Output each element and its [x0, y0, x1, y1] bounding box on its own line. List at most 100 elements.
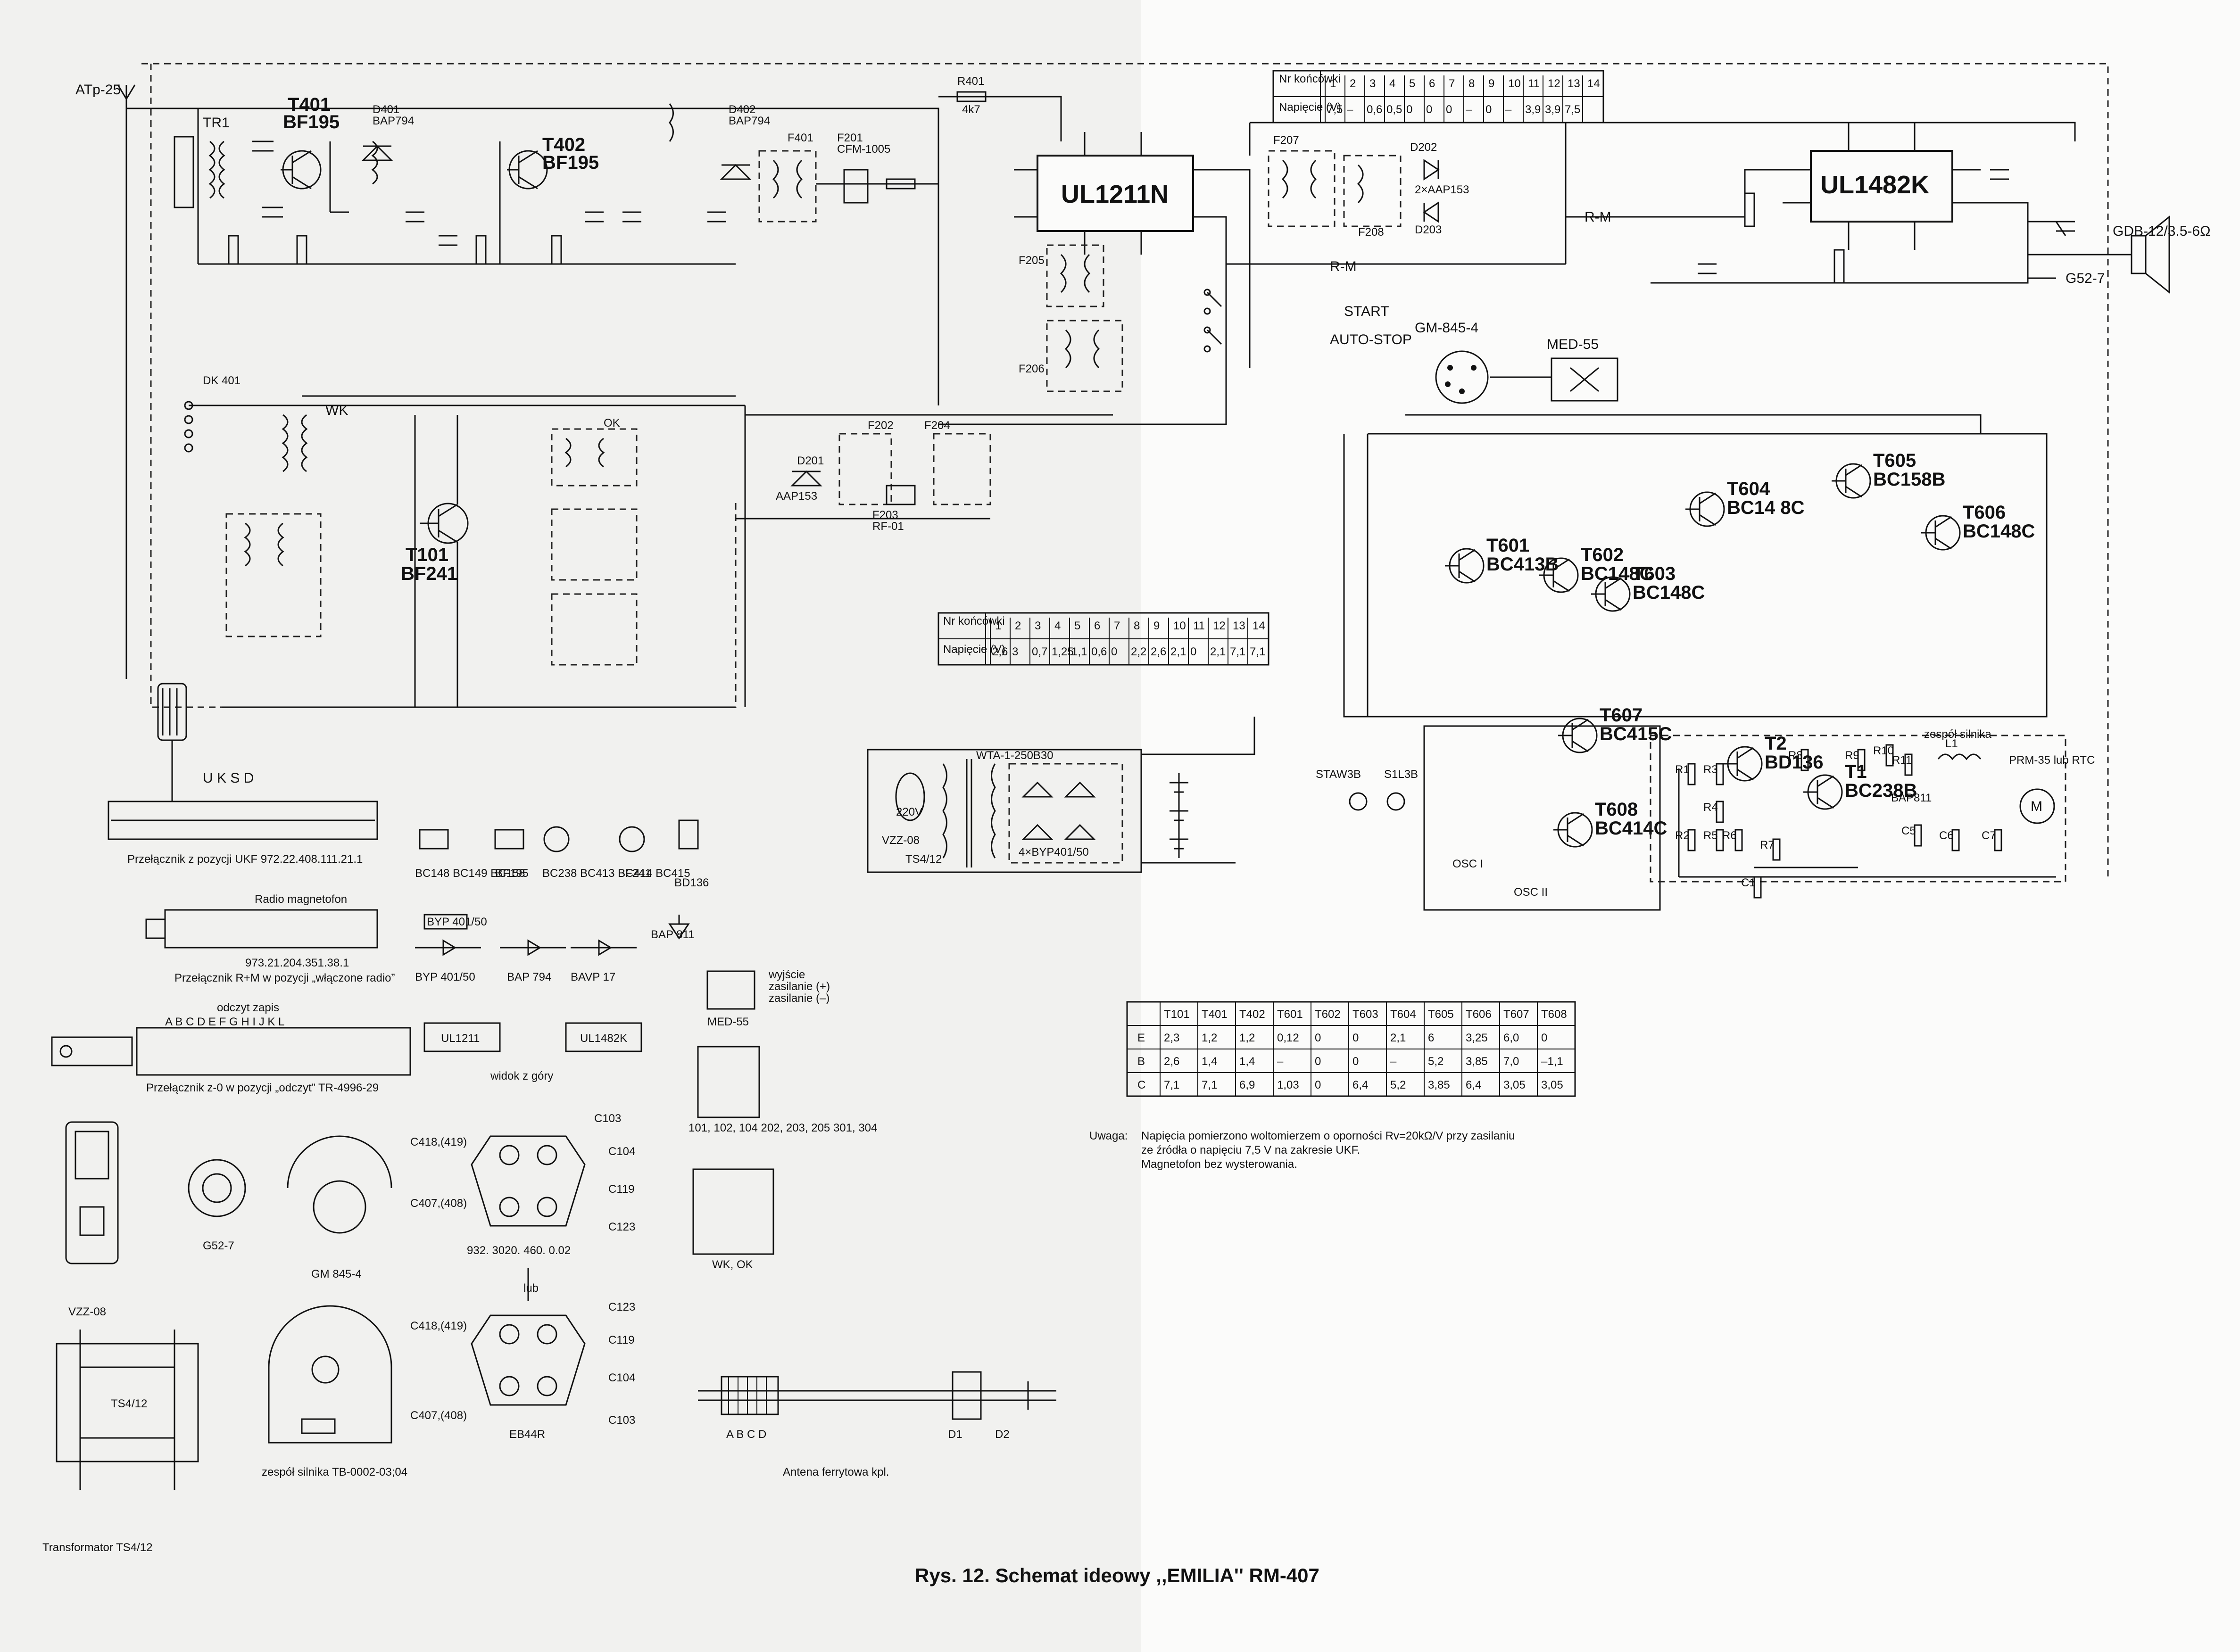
mains-socket-vzz: VZZ-08 [882, 772, 925, 847]
diode-d402: D402 BAP794 [720, 103, 770, 180]
pin-number: 9 [1153, 620, 1160, 632]
ukf-letters: U K S D [203, 770, 254, 786]
front-end-components [228, 103, 726, 265]
diode-byp-label: BYP 401/50 [427, 916, 487, 928]
tr-table-cell: 5,2 [1428, 1055, 1444, 1068]
zo-letters: A B C D E F G H I J K L [165, 1016, 284, 1028]
ic1-table-row1: Nr końcówki [1279, 73, 1341, 85]
ic-view-1: UL1211 [441, 1032, 480, 1045]
r401-value: 4k7 [962, 103, 980, 116]
pin-number: 8 [1468, 77, 1475, 90]
pin-number: 6 [1094, 620, 1100, 632]
g527-detail: G52-7 [188, 1159, 246, 1252]
note-line-2: ze źródła o napięciu 7,5 V na zakresie U… [1141, 1144, 1360, 1156]
note-line-1: Napięcia pomierzono woltomierzem o oporn… [1141, 1130, 1515, 1142]
transformer-detail: TS4/12 Transformator TS4/12 [42, 1330, 199, 1554]
pin-voltage: 3,9 [1545, 103, 1560, 116]
filter-f401: F401 [758, 132, 817, 223]
c6 [1951, 829, 1960, 851]
tc2-c103: C103 [608, 1414, 635, 1427]
filter-f208: F208 [1343, 155, 1402, 239]
transistor-t402: T402 BF195 [507, 134, 599, 190]
pin-voltage: 0 [1485, 103, 1492, 116]
antenna-label: ATp-25 [75, 82, 121, 98]
sheet-right-half [1141, 0, 2240, 1652]
coil-codes: 101, 102, 104 202, 203, 205 301, 304 [689, 1122, 877, 1134]
switch-dk401: DK 401 [184, 374, 241, 453]
coil-assembly-left [225, 513, 322, 637]
tr-table-header: T608 [1541, 1008, 1567, 1021]
d203-ref: D203 [1415, 223, 1442, 236]
pin-number: 11 [1528, 77, 1540, 90]
antenna-caption: Antena ferrytowa kpl. [783, 1466, 889, 1479]
eb44r-label: EB44R [509, 1428, 545, 1441]
tape-section-frame [1343, 433, 2048, 718]
filter-f203: F203 RF-01 [872, 485, 916, 533]
gm845-caption: GM 845-4 [311, 1268, 362, 1280]
stabilizers: STAW3B S1L3B [1316, 768, 1418, 811]
dk401-label: DK 401 [203, 374, 241, 387]
ic-view-caption: widok z góry [490, 1070, 553, 1082]
r5 [1716, 829, 1724, 851]
tr1-label: TR1 [203, 115, 230, 131]
pin-number: 5 [1409, 77, 1415, 90]
tr-table-cell: 0 [1352, 1032, 1359, 1044]
pinout-3: BC238 BC413 BC414 BC415 [542, 867, 690, 880]
tr-table-header: T602 [1315, 1008, 1341, 1021]
tr-table-cell: B [1137, 1055, 1145, 1068]
c7 [1994, 829, 2002, 851]
pin-number: 14 [1587, 77, 1600, 90]
tc2-c119: C119 [608, 1334, 635, 1346]
tr-table-cell: 6,4 [1352, 1079, 1368, 1091]
tr-table-cell: C [1137, 1079, 1145, 1091]
r1 [1687, 763, 1696, 785]
tr-table-header: T401 [1202, 1008, 1228, 1021]
tr-table-cell: 0,12 [1277, 1032, 1299, 1044]
motor-caption: zespół silnika TB-0002-03;04 [262, 1466, 407, 1479]
rm-caption: Przełącznik R+M w pozycji „włączone radi… [174, 972, 395, 984]
switch-zo-detail: odczyt zapis A B C D E F G H I J K L Prz… [51, 1001, 411, 1094]
tr-table-header: T402 [1239, 1008, 1265, 1021]
pin-number: 6 [1429, 77, 1435, 90]
pin-number: 3 [1369, 77, 1376, 90]
tr-table-cell: 2,3 [1164, 1032, 1179, 1044]
wk-ok-caption: WK, OK [712, 1258, 753, 1271]
ic2-label: UL1482K [1820, 171, 1929, 199]
f203-type: RF-01 [872, 520, 904, 533]
pin-number: 11 [1193, 620, 1205, 632]
r10-label: R10 [1873, 744, 1894, 757]
pinout-drawings: BC148 BC149 BC158 BF195 BC238 BC413 BC41… [415, 819, 709, 983]
coil-wk: WK [282, 403, 348, 472]
pin-voltage: 1,1 [1071, 645, 1087, 658]
meter-med55: MED-55 [1547, 337, 1618, 402]
motor-glyph: M [2031, 799, 2042, 814]
pin-number: 7 [1114, 620, 1120, 632]
tr-table-cell: 1,03 [1277, 1079, 1299, 1091]
t607-ref: T607 [1600, 705, 1643, 726]
c6-label: C6 [1939, 829, 1954, 842]
sheet-left-half [0, 0, 1141, 1652]
t602-ref: T602 [1581, 545, 1624, 565]
t401-ref: T401 [288, 94, 331, 115]
t101-type: BF241 [401, 563, 457, 584]
if-path [736, 107, 939, 405]
tc2-c123: C123 [608, 1301, 635, 1313]
pin-voltage: 2,1 [1170, 645, 1186, 658]
pin-number: 8 [1134, 620, 1140, 632]
tr-table-cell: 7,1 [1202, 1079, 1217, 1091]
r206 [886, 178, 916, 190]
r9-label: R9 [1845, 749, 1859, 762]
diode-d202: D202 2×AAP153 [1410, 141, 1469, 196]
tr-table-cell: 3,85 [1428, 1079, 1450, 1091]
tc2-c418: C418,(419) [410, 1320, 467, 1332]
ic-top-views: UL1211 UL1482K widok z góry [423, 1022, 642, 1082]
diode-byp-caption: BYP 401/50 [415, 971, 475, 983]
